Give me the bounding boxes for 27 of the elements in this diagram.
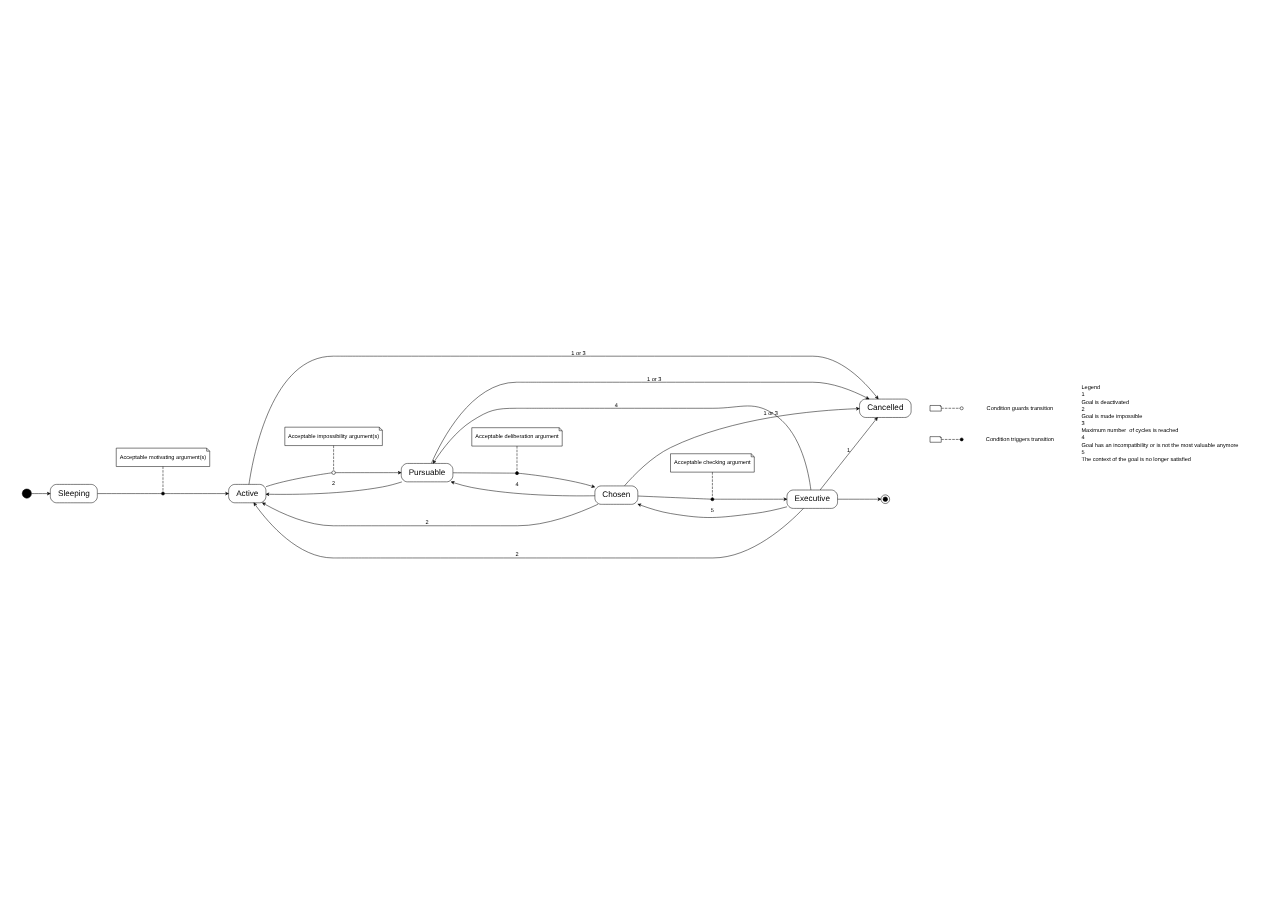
arrow	[248, 355, 879, 485]
arrow	[164, 491, 229, 496]
node-circle	[710, 497, 715, 501]
connector	[162, 466, 164, 493]
arrow	[637, 503, 788, 518]
connector	[516, 445, 518, 472]
arrow	[262, 502, 599, 527]
arrow	[837, 497, 882, 501]
arrow	[431, 381, 870, 464]
arrow	[819, 417, 878, 491]
node-circle	[22, 488, 32, 499]
arrow	[265, 481, 403, 496]
arrow	[335, 471, 402, 475]
connector	[97, 493, 162, 494]
arrow	[450, 481, 596, 497]
connector	[637, 495, 711, 500]
arrow	[432, 405, 812, 491]
connector	[712, 471, 713, 498]
arrow	[253, 502, 804, 559]
node-circle	[331, 470, 336, 475]
arrow	[31, 491, 51, 496]
node-circle	[515, 471, 519, 475]
arrow	[713, 497, 788, 501]
arrow	[518, 473, 595, 488]
arrow	[624, 407, 860, 487]
connector	[452, 472, 516, 474]
node-circle	[161, 491, 165, 496]
